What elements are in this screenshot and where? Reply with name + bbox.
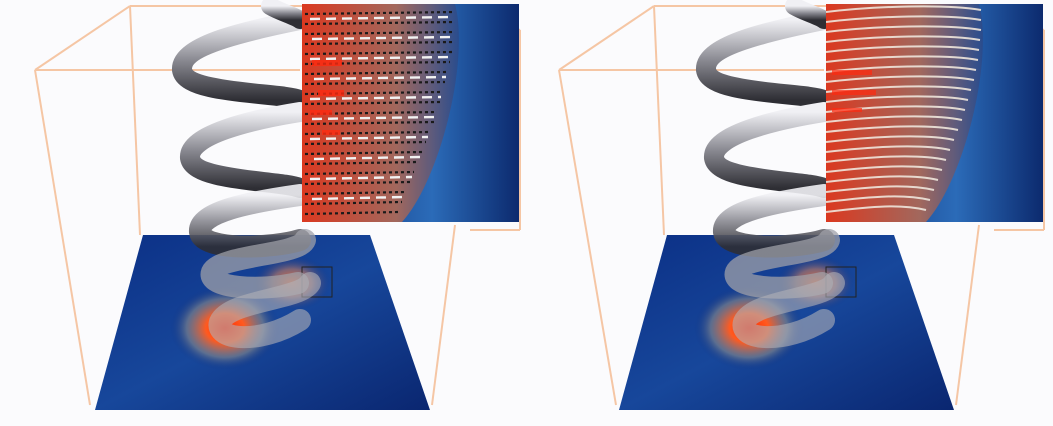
cutaway-inset [826, 4, 1043, 222]
panel-right-render [558, 0, 1045, 410]
helix-tube [696, 0, 845, 349]
cutaway-inset [302, 4, 519, 222]
panel-left [0, 0, 526, 426]
panel-right [526, 0, 1052, 426]
panel-left-render [34, 0, 521, 410]
helix-tube [172, 0, 321, 349]
